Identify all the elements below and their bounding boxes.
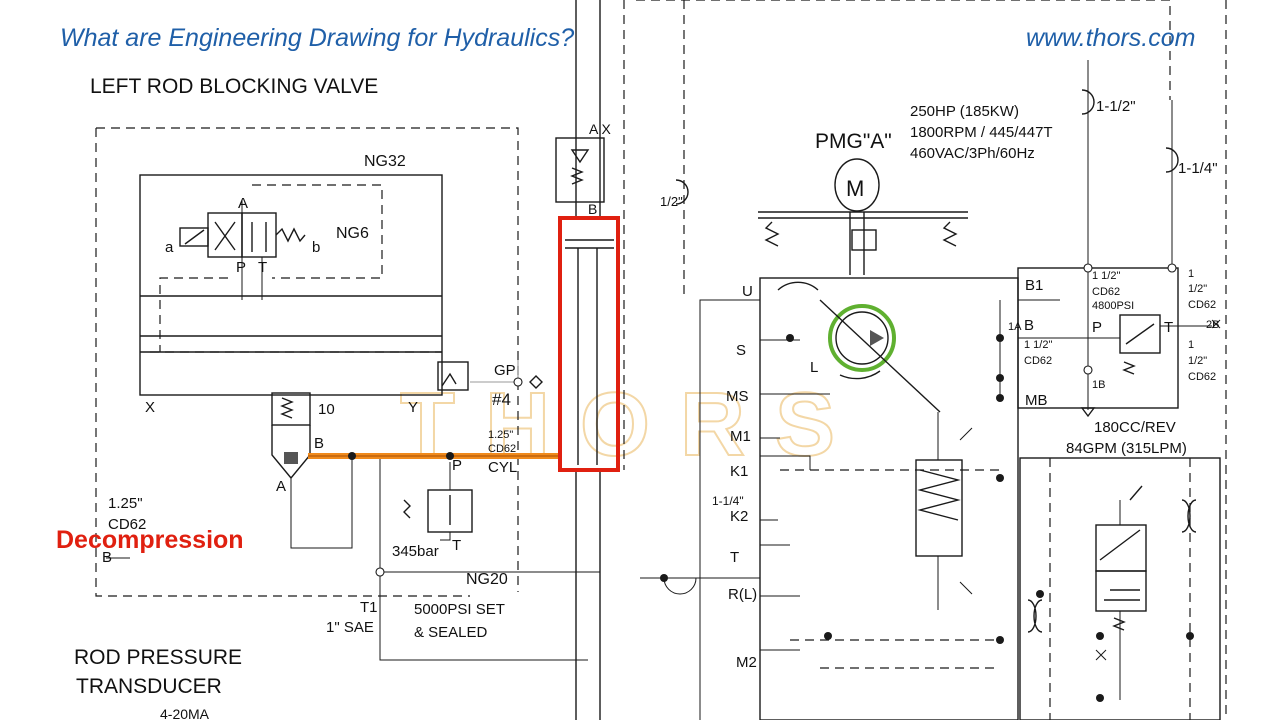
label-port-a: A <box>276 478 286 495</box>
label-mb: MB <box>1025 392 1048 409</box>
label-345bar: 345bar <box>392 543 439 560</box>
label-l: L <box>810 359 818 376</box>
label-r3-1: 1 <box>1188 339 1194 351</box>
label-r3-cd62: CD62 <box>1188 371 1216 383</box>
label-valve-t: T <box>258 259 267 276</box>
label-size-125-top: 1.25" <box>488 429 513 441</box>
label-rod-pressure-b: TRANSDUCER <box>76 675 222 698</box>
label-b1: B1 <box>1025 277 1043 294</box>
label-r2-cd62: CD62 <box>1188 299 1216 311</box>
label-r-cd62: CD62 <box>1092 286 1120 298</box>
label-size-1-14: 1-1/4" <box>712 494 744 508</box>
label-k1: K1 <box>730 463 748 480</box>
label-hp: 250HP (185KW) <box>910 103 1019 120</box>
label-180cc: 180CC/REV <box>1094 419 1176 436</box>
label-t-port: T <box>452 537 461 554</box>
label-2b: 2B <box>1206 319 1219 331</box>
label-u: U <box>742 283 753 300</box>
label-r3-half: 1/2" <box>1188 355 1207 367</box>
label-half: 1/2" <box>660 194 683 209</box>
watermark: THORS <box>400 375 865 475</box>
label-r2-1: 1 <box>1188 268 1194 280</box>
cylinder-group <box>555 0 1171 720</box>
label-size-125: 1.25" <box>108 495 143 512</box>
label-port-b: B <box>314 435 324 452</box>
label-b-low: B <box>102 549 112 566</box>
label-sol-a: a <box>165 239 174 256</box>
label-ng20: NG20 <box>466 571 508 588</box>
label-k2: K2 <box>730 508 748 525</box>
label-1b: 1B <box>1092 379 1105 391</box>
label-left-rod-blocking-valve: LEFT ROD BLOCKING VALVE <box>90 75 378 98</box>
label-5000psi-b: & SEALED <box>414 624 488 641</box>
label-ng32: NG32 <box>364 153 406 170</box>
label-ms: MS <box>726 388 749 405</box>
label-r-l: R(L) <box>728 586 757 603</box>
label-vac: 460VAC/3Ph/60Hz <box>910 145 1035 162</box>
label-valve-a: A <box>238 195 248 212</box>
label-cd62-top: CD62 <box>488 443 516 455</box>
label-s: S <box>736 342 746 359</box>
header-title: What are Engineering Drawing for Hydraul… <box>60 24 574 52</box>
label-r-4800: 4800PSI <box>1092 300 1134 312</box>
label-m-1half: 1 1/2" <box>1024 339 1052 351</box>
label-p-mid: P <box>1092 319 1102 336</box>
label-size-1-25: 1-1/4" <box>1178 160 1218 177</box>
label-spring-10: 10 <box>318 401 335 418</box>
label-rod-pressure-a: ROD PRESSURE <box>74 646 242 669</box>
label-size-1-5: 1-1/2" <box>1096 98 1136 115</box>
label-m-cd62: CD62 <box>1024 355 1052 367</box>
decompression-label: Decompression <box>56 526 244 554</box>
label-r-1half: 1 1/2" <box>1092 270 1120 282</box>
label-1in-sae: 1" SAE <box>326 619 374 636</box>
label-1a: 1A <box>1008 321 1022 333</box>
label-t1: T1 <box>360 599 378 616</box>
label-pmg: PMG"A" <box>815 130 892 153</box>
label-rpm: 1800RPM / 445/447T <box>910 124 1053 141</box>
label-hash4: #4 <box>492 390 511 409</box>
label-b-top: B <box>588 201 597 217</box>
label-y-left: Y <box>408 399 418 416</box>
label-4-20ma: 4-20MA <box>160 706 210 720</box>
label-a-x: A X <box>589 121 611 137</box>
label-gp: GP <box>494 362 516 379</box>
header-site[interactable]: www.thors.com <box>1026 24 1195 52</box>
label-t-mid: T <box>1164 319 1173 336</box>
label-port-p: P <box>452 457 462 474</box>
label-sol-b: b <box>312 239 320 256</box>
right-manifold-group <box>999 0 1227 720</box>
label-x-left: X <box>145 399 155 416</box>
label-cd62: CD62 <box>108 516 146 533</box>
label-r2-half: 1/2" <box>1188 283 1207 295</box>
blocking-valve-group <box>95 127 600 661</box>
label-valve-p: P <box>236 259 246 276</box>
label-m1: M1 <box>730 428 751 445</box>
label-ng6: NG6 <box>336 225 369 242</box>
label-m2: M2 <box>736 654 757 671</box>
label-b-mid: B <box>1024 317 1034 334</box>
label-cyl: CYL <box>488 459 517 476</box>
label-t-pump: T <box>730 549 739 566</box>
label-84gpm: 84GPM (315LPM) <box>1066 440 1187 457</box>
label-motor-m: M <box>846 176 864 201</box>
label-5000psi-a: 5000PSI SET <box>414 601 505 618</box>
